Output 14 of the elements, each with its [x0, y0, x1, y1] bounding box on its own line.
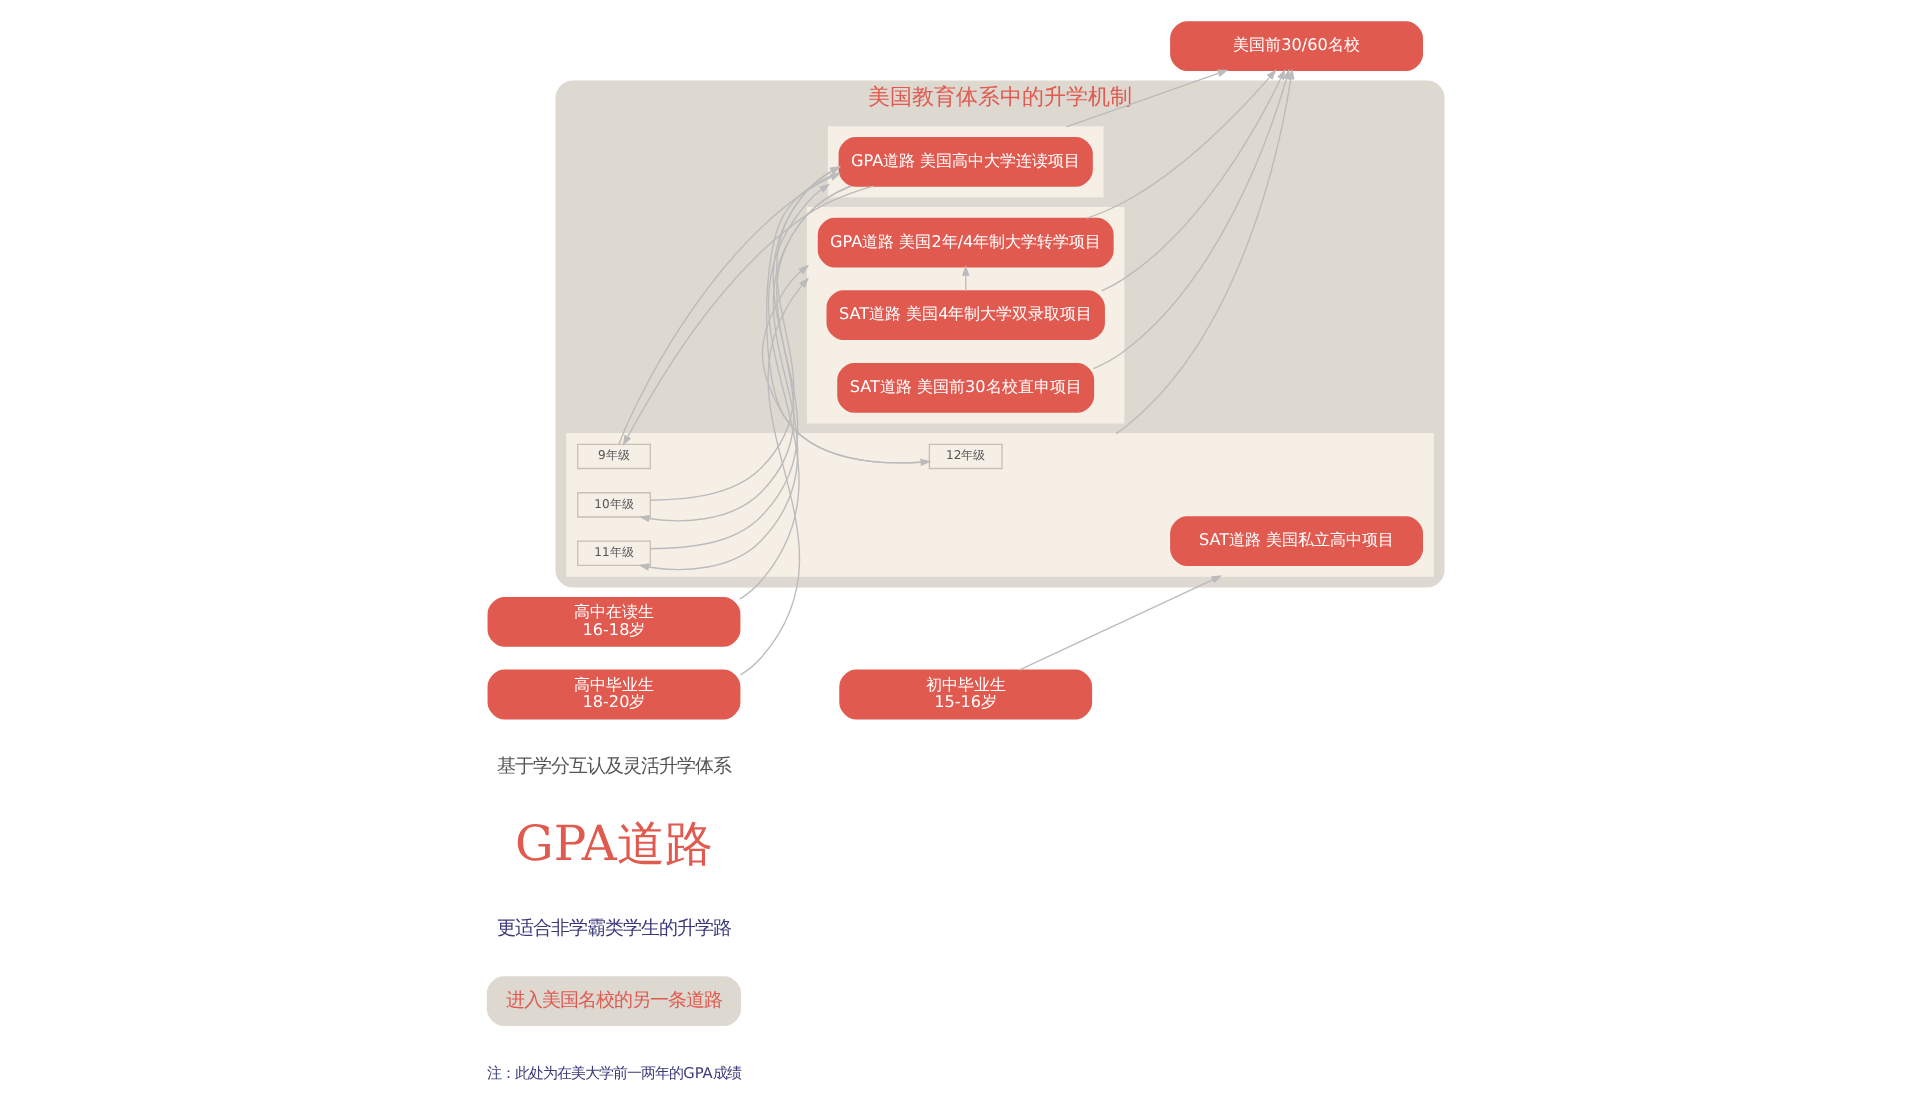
arrow — [1064, 69, 1228, 128]
label: 进入美国名校的另一条道路 — [504, 990, 721, 1013]
arrow — [1084, 69, 1276, 220]
arrow — [1091, 68, 1290, 370]
label: 更适合非学霸类学生的升学路 — [495, 917, 730, 940]
cluster — [806, 206, 1124, 424]
arrow — [621, 185, 874, 446]
arrow — [738, 183, 830, 600]
arrow — [738, 277, 808, 676]
arrow — [1100, 68, 1285, 292]
arrow — [1017, 575, 1222, 671]
label: GPA道路 — [514, 815, 712, 872]
label: 基于学分互认及灵活升学体系 — [495, 756, 730, 779]
arrow — [760, 264, 929, 464]
